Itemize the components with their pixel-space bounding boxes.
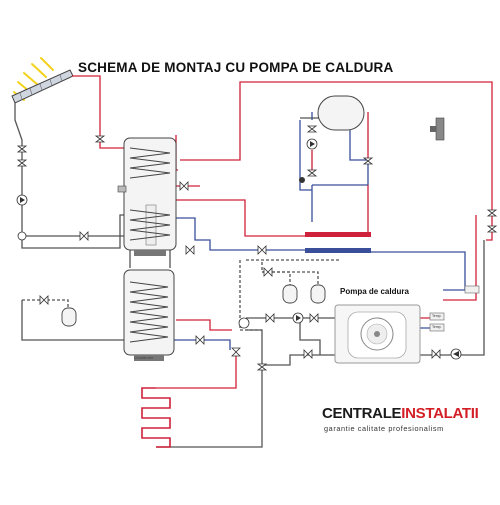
valve-icons — [16, 125, 498, 371]
lower-tank-label: Vorwärmer — [134, 355, 154, 360]
pipe-network — [14, 75, 493, 448]
brand-logo: CENTRALEINSTALATII — [322, 405, 479, 422]
solar-boiler-tank — [117, 137, 177, 256]
temp-sensors — [429, 285, 480, 332]
heat-pump-label: Pompa de caldura — [340, 287, 409, 296]
brand-name-part2: INSTALATII — [401, 405, 479, 422]
thermostat-icon — [430, 117, 445, 141]
sensor-label: Temp. — [432, 325, 442, 329]
brand-tagline: garantie calitate profesionalism — [324, 424, 444, 433]
hot-manifold — [305, 232, 371, 237]
heat-pump-unit — [334, 304, 421, 364]
cold-manifold — [305, 248, 371, 253]
expansion-tanks — [61, 284, 326, 327]
sensor-dot-icon — [299, 177, 305, 183]
radiator — [317, 95, 365, 131]
sensor-label: Temp. — [432, 314, 442, 318]
preheater-tank — [123, 269, 175, 361]
pump-arrows — [20, 141, 459, 357]
diagram-title: SCHEMA DE MONTAJ CU POMPA DE CALDURA — [78, 60, 394, 75]
brand-name-part1: CENTRALE — [322, 405, 402, 422]
